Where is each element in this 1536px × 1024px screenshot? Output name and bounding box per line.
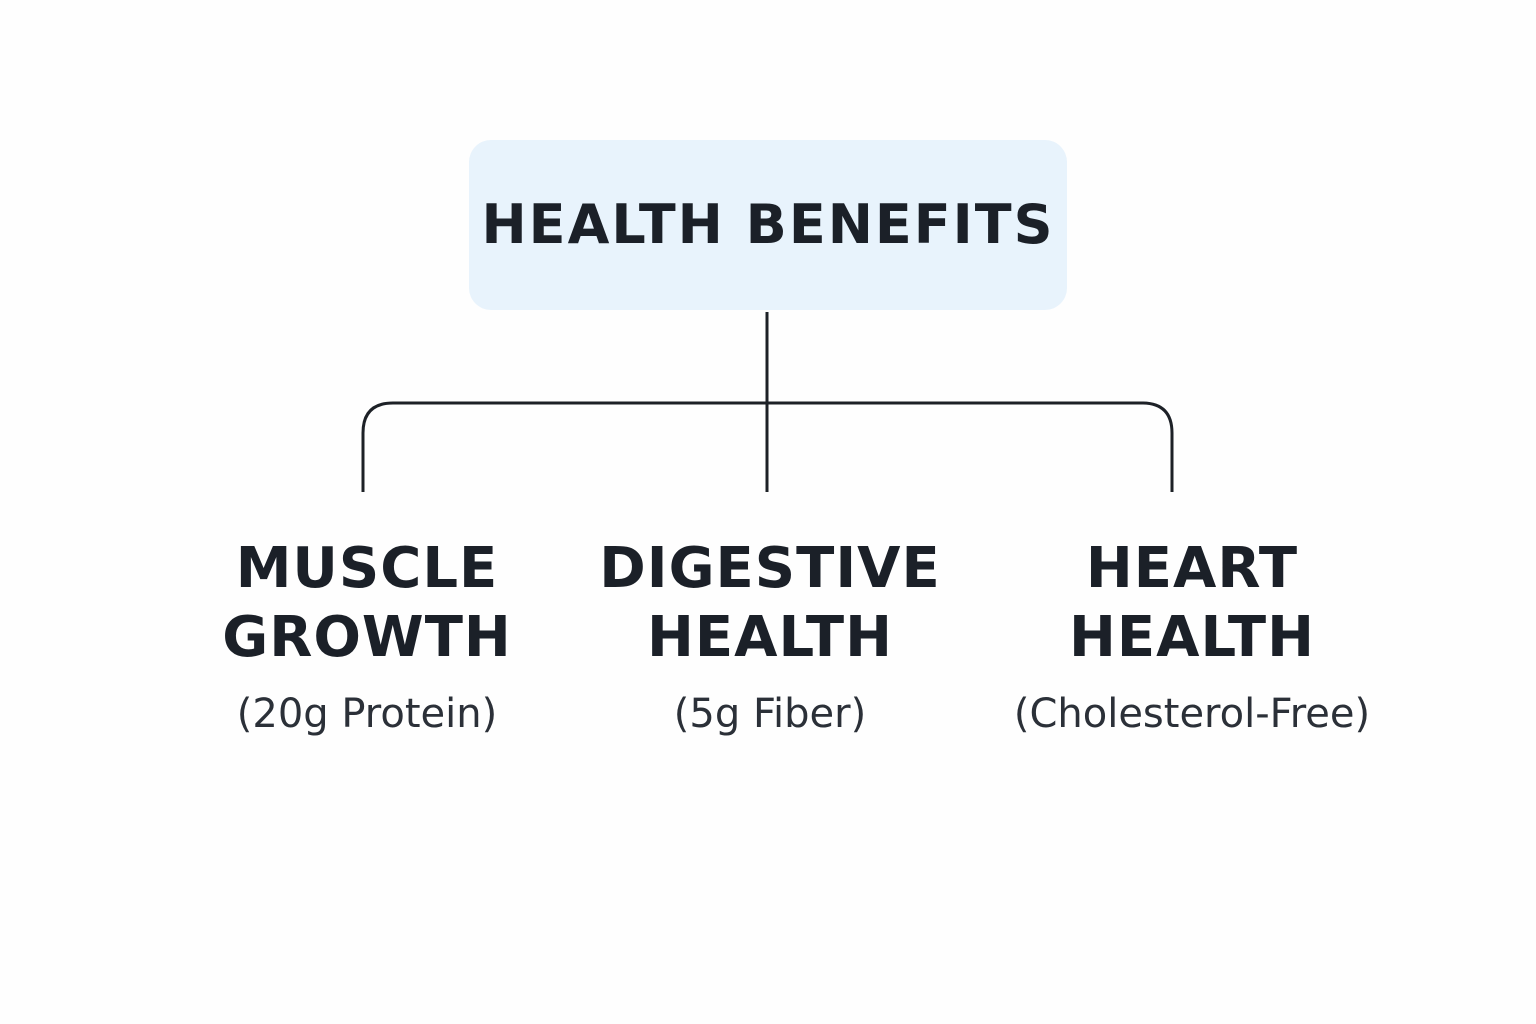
branch-title-line-1: DIGESTIVE xyxy=(599,536,941,601)
branch-note: (20g Protein) xyxy=(236,691,498,737)
branch-title: MUSCLE GROWTH xyxy=(157,534,577,672)
branch-title-line-2: GROWTH xyxy=(222,605,512,670)
branch-title-line-2: HEALTH xyxy=(647,605,893,670)
branch-title-line-1: HEART xyxy=(1085,536,1299,601)
branch-title: HEART HEALTH xyxy=(982,534,1402,672)
branch-muscle-growth: MUSCLE GROWTH (20g Protein) xyxy=(157,534,577,738)
branch-digestive-health: DIGESTIVE HEALTH (5g Fiber) xyxy=(560,534,980,738)
branch-note: (Cholesterol-Free) xyxy=(1013,691,1371,737)
branch-title-line-2: HEALTH xyxy=(1069,605,1315,670)
branch-heart-health: HEART HEALTH (Cholesterol-Free) xyxy=(982,534,1402,738)
branch-title: DIGESTIVE HEALTH xyxy=(560,534,980,672)
branch-title-line-1: MUSCLE xyxy=(235,536,499,601)
branch-note: (5g Fiber) xyxy=(673,691,867,737)
root-label: HEALTH BENEFITS xyxy=(481,193,1055,256)
root-node: HEALTH BENEFITS xyxy=(469,140,1067,310)
